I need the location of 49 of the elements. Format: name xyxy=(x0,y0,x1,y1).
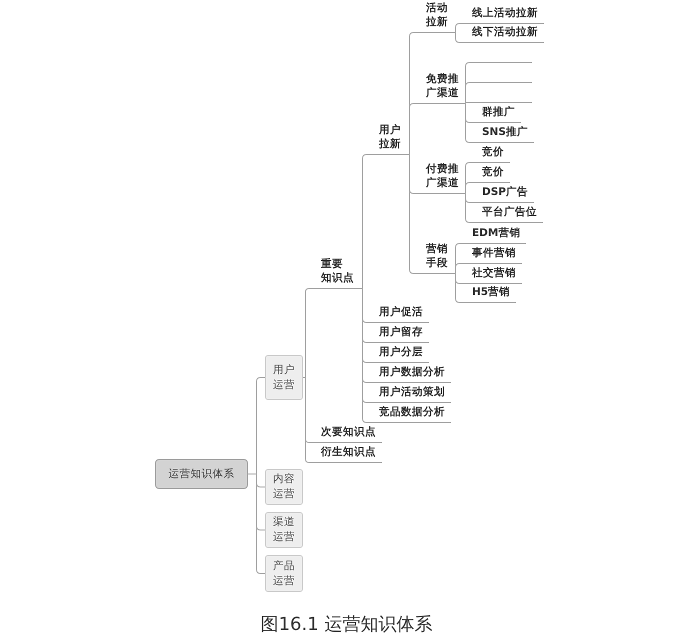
subtopic-label: 次要知识点 xyxy=(309,424,382,443)
connector-line xyxy=(409,154,414,274)
subtopic-label: DSP广告 xyxy=(470,184,534,203)
subtopic-label: 用户活动策划 xyxy=(367,384,451,403)
subtopic-label: 用户分层 xyxy=(367,344,429,363)
connector-line xyxy=(465,103,470,143)
topic-box: 产品运营 xyxy=(265,555,303,592)
connector-line xyxy=(362,154,368,289)
topic-box: 渠道运营 xyxy=(265,512,303,548)
connector-line xyxy=(465,182,470,194)
subtopic-label: 衍生知识点 xyxy=(309,444,382,463)
connector-line xyxy=(409,103,414,155)
figure-caption: 图16.1 运营知识体系 xyxy=(260,613,432,637)
subtopic-label: H5营销 xyxy=(460,284,516,303)
subtopic-label: EDM营销 xyxy=(460,225,526,244)
connector-line xyxy=(302,288,310,378)
connector-line xyxy=(455,263,460,274)
subtopic-label: 竞价 xyxy=(470,164,510,183)
subtopic-label: 线下活动拉新 xyxy=(460,24,544,43)
subtopic-label: 用户拉新 xyxy=(367,122,410,155)
topic-underline xyxy=(470,102,532,103)
subtopic-label: 社交营销 xyxy=(460,265,522,284)
subtopic-label: 群推广 xyxy=(470,104,521,123)
subtopic-label: 免费推广渠道 xyxy=(414,71,466,104)
topic-underline xyxy=(470,82,532,83)
connector-line xyxy=(465,82,470,104)
subtopic-label: 营销手段 xyxy=(414,241,456,274)
subtopic-label: 线上活动拉新 xyxy=(460,5,544,24)
subtopic-label: SNS推广 xyxy=(470,124,534,143)
topic-box: 内容运营 xyxy=(265,469,303,505)
subtopic-label: 活动拉新 xyxy=(414,0,456,33)
connector-line xyxy=(302,377,310,463)
connector-line xyxy=(455,273,460,303)
subtopic-label: 付费推广渠道 xyxy=(414,161,466,194)
central-topic-box: 运营知识体系 xyxy=(155,459,248,489)
subtopic-label: 用户数据分析 xyxy=(367,364,451,383)
subtopic-label: 平台广告位 xyxy=(470,204,543,223)
connector-line xyxy=(455,23,460,33)
topic-underline xyxy=(470,62,532,63)
connector-line xyxy=(465,102,470,104)
subtopic-label: 竞价 xyxy=(470,144,510,163)
topic-box: 用户运营 xyxy=(265,355,303,400)
connector-line xyxy=(455,32,460,43)
subtopic-label: 竞品数据分析 xyxy=(367,404,451,423)
subtopic-label: 用户促活 xyxy=(367,304,429,323)
subtopic-label: 重要知识点 xyxy=(309,256,363,289)
subtopic-label: 事件营销 xyxy=(460,245,522,264)
subtopic-label: 用户留存 xyxy=(367,324,429,343)
connector-line xyxy=(465,193,470,223)
